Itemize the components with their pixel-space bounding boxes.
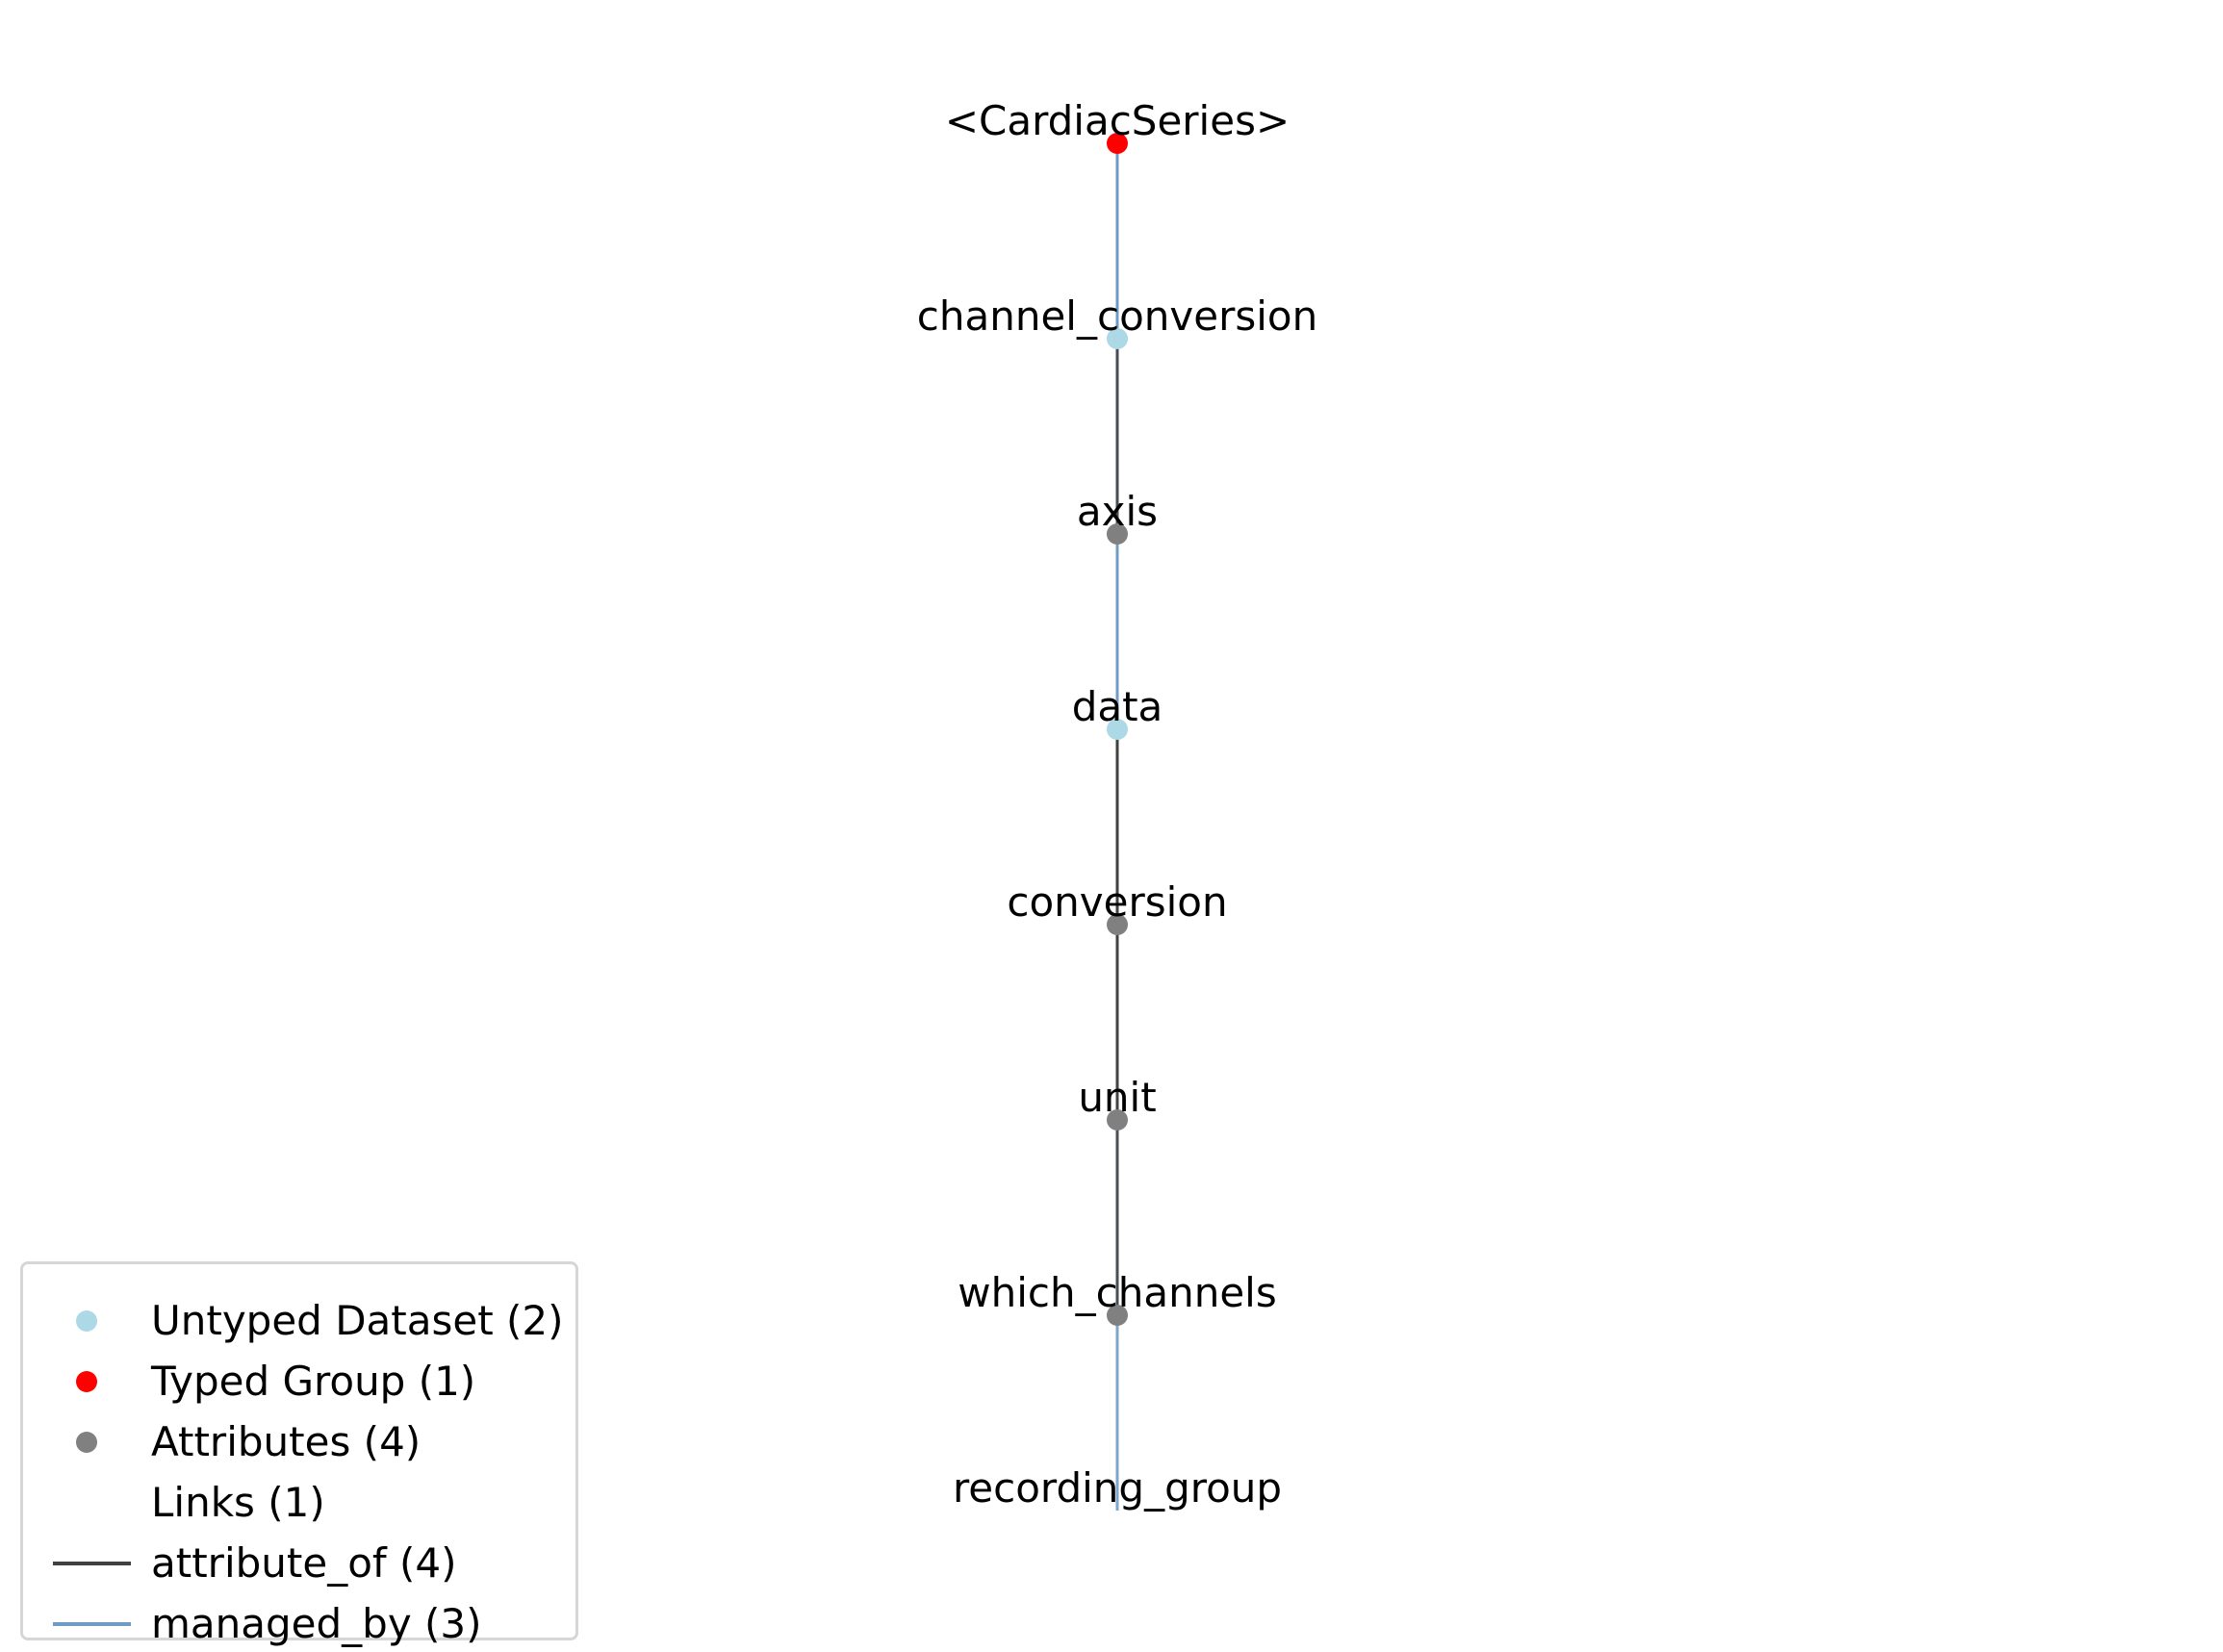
legend-marker (38, 1352, 125, 1410)
node-label-recording-group: recording_group (953, 1464, 1282, 1512)
node-cardiacseries[interactable] (1107, 133, 1128, 154)
legend-label: Untyped Dataset (2) (151, 1297, 564, 1344)
legend-label: managed_by (3) (151, 1600, 482, 1647)
legend-item-attribute-of: attribute_of (4) (23, 1534, 575, 1591)
legend-marker (38, 1473, 125, 1531)
node-conversion[interactable] (1107, 914, 1128, 935)
legend-marker (38, 1534, 131, 1591)
node-label-unit: unit (1078, 1074, 1156, 1121)
legend-item-managed-by: managed_by (3) (23, 1594, 575, 1652)
node-unit[interactable] (1107, 1109, 1128, 1131)
node-which-channels[interactable] (1107, 1305, 1128, 1326)
legend-label: Typed Group (1) (151, 1358, 476, 1405)
legend-dot-icon (76, 1432, 97, 1453)
node-label-cardiacseries: <CardiacSeries> (945, 97, 1290, 144)
node-channel-conversion[interactable] (1107, 328, 1128, 349)
legend-dot-icon (76, 1310, 97, 1332)
legend-label: Attributes (4) (151, 1418, 422, 1465)
node-label-channel-conversion: channel_conversion (917, 292, 1317, 340)
legend-item-untyped-dataset: Untyped Dataset (2) (23, 1291, 575, 1349)
legend-label: Links (1) (151, 1479, 325, 1526)
legend-item-links: Links (1) (23, 1473, 575, 1531)
legend-marker (38, 1594, 131, 1652)
node-label-data: data (1072, 683, 1163, 730)
legend-line-icon (53, 1622, 131, 1626)
node-data[interactable] (1107, 719, 1128, 740)
node-label-which-channels: which_channels (958, 1269, 1276, 1316)
node-label-axis: axis (1077, 488, 1158, 535)
graph-nodes (1107, 133, 1128, 1326)
legend: Untyped Dataset (2) Typed Group (1) Attr… (20, 1261, 578, 1647)
legend-item-attributes: Attributes (4) (23, 1412, 575, 1470)
legend-item-typed-group: Typed Group (1) (23, 1352, 575, 1410)
legend-label: attribute_of (4) (151, 1539, 457, 1587)
node-label-conversion: conversion (1007, 878, 1227, 926)
legend-marker (38, 1412, 125, 1470)
legend-dot-icon (76, 1371, 97, 1392)
node-axis[interactable] (1107, 523, 1128, 545)
legend-marker (38, 1291, 125, 1349)
legend-line-icon (53, 1562, 131, 1565)
